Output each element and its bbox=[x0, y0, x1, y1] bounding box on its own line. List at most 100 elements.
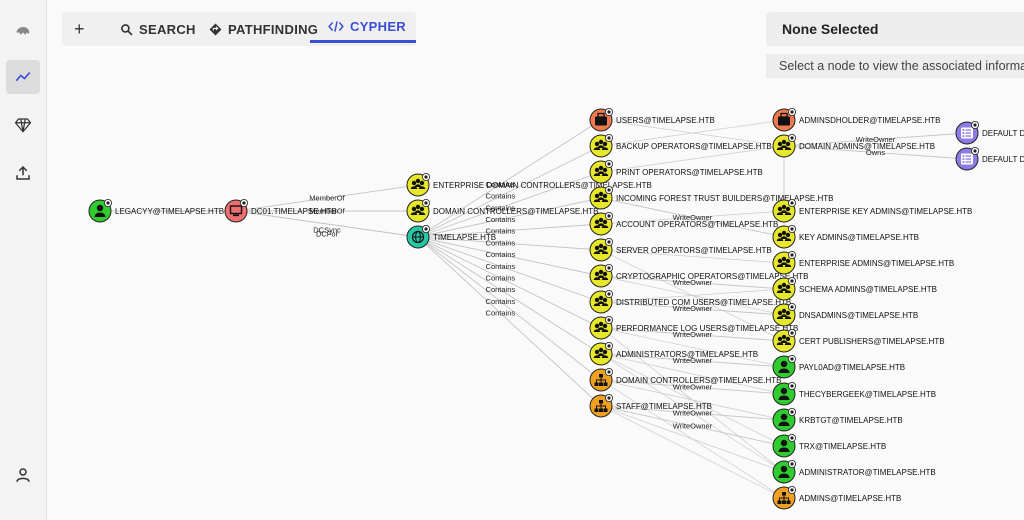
node-label: ADMINS@TIMELAPSE.HTB bbox=[799, 494, 901, 503]
graph-node-tcg[interactable]: THECYBERGEEK@TIMELAPSE.HTB bbox=[772, 381, 936, 406]
node-label: SERVER OPERATORS@TIMELAPSE.HTB bbox=[616, 246, 772, 255]
node-label: DISTRIBUTED COM USERS@TIMELAPSE.HTB bbox=[616, 298, 791, 307]
graph-edge[interactable] bbox=[417, 145, 602, 238]
tab-search[interactable]: SEARCH bbox=[120, 12, 196, 46]
graph-node-edc[interactable]: ENTERPRISE DOMAIN CONTROLLERS@TIMELAPSE.… bbox=[406, 172, 652, 197]
node-label: ACCOUNT OPERATORS@TIMELAPSE.HTB bbox=[616, 220, 778, 229]
node-label: KEY ADMINS@TIMELAPSE.HTB bbox=[799, 233, 919, 242]
search-icon bbox=[121, 23, 133, 35]
edge-label: DCSync bbox=[313, 226, 341, 235]
edge-label: WriteOwner bbox=[673, 330, 713, 339]
graph-node-dcou[interactable]: DOMAIN CONTROLLERS@TIMELAPSE.HTB bbox=[589, 367, 781, 392]
graph-node-dc01[interactable]: DC01.TIMELAPSE.HTB bbox=[224, 198, 337, 223]
graph-edge[interactable] bbox=[235, 210, 419, 238]
graph-edge bbox=[600, 405, 785, 473]
node-label: DOMAIN CONTROLLERS@TIMELAPSE.HTB bbox=[616, 376, 781, 385]
node-label: USERS@TIMELAPSE.HTB bbox=[616, 116, 715, 125]
edge-label: WriteOwner bbox=[673, 213, 713, 222]
graph-node-adminsd[interactable]: ADMINSDHOLDER@TIMELAPSE.HTB bbox=[772, 108, 940, 132]
graph-edge[interactable] bbox=[417, 119, 602, 238]
graph-node-dcom[interactable]: DISTRIBUTED COM USERS@TIMELAPSE.HTB bbox=[589, 289, 791, 314]
graph-edge[interactable] bbox=[417, 236, 602, 329]
node-label: ADMINISTRATOR@TIMELAPSE.HTB bbox=[799, 468, 936, 477]
edge-label: MemberOf bbox=[309, 194, 345, 203]
graph-node-cp[interactable]: CERT PUBLISHERS@TIMELAPSE.HTB bbox=[772, 328, 945, 353]
graph-edge[interactable] bbox=[417, 236, 602, 355]
explore-icon[interactable] bbox=[6, 60, 40, 94]
graph-node-dom[interactable]: TIMELAPSE.HTB bbox=[406, 224, 496, 249]
graph-edge[interactable] bbox=[417, 236, 602, 277]
graph-node-admins[interactable]: ADMINISTRATORS@TIMELAPSE.HTB bbox=[589, 341, 758, 366]
graph-edge[interactable] bbox=[783, 145, 968, 160]
graph-node-dc[interactable]: DOMAIN CONTROLLERS@TIMELAPSE.HTB bbox=[406, 198, 598, 223]
graph-node-ea[interactable]: ENTERPRISE ADMINS@TIMELAPSE.HTB bbox=[772, 250, 954, 275]
graph-node-payl0ad[interactable]: PAYL0AD@TIMELAPSE.HTB bbox=[772, 354, 905, 379]
graph-edge[interactable] bbox=[600, 353, 785, 368]
node-label: ADMINSDHOLDER@TIMELAPSE.HTB bbox=[799, 116, 940, 125]
user-icon[interactable] bbox=[6, 458, 40, 492]
tab-cypher[interactable]: CYPHER bbox=[310, 12, 416, 43]
graph-node-dns[interactable]: DNSADMINS@TIMELAPSE.HTB bbox=[772, 302, 918, 327]
graph-edge[interactable] bbox=[600, 405, 785, 447]
graph-edge[interactable] bbox=[417, 236, 602, 407]
graph-edge[interactable] bbox=[600, 327, 785, 342]
tab-pathfinding[interactable]: PATHFINDING bbox=[209, 12, 318, 46]
graph-node-eka[interactable]: ENTERPRISE KEY ADMINS@TIMELAPSE.HTB bbox=[772, 198, 972, 223]
node-label: ADMINISTRATORS@TIMELAPSE.HTB bbox=[616, 350, 758, 359]
graph-edge[interactable] bbox=[600, 379, 785, 395]
node-label: TRX@TIMELAPSE.HTB bbox=[799, 442, 886, 451]
graph-node-crypto[interactable]: CRYPTOGRAPHIC OPERATORS@TIMELAPSE.HTB bbox=[589, 263, 808, 288]
edge-label: Contains bbox=[486, 309, 516, 318]
graph-node-backup[interactable]: BACKUP OPERATORS@TIMELAPSE.HTB bbox=[589, 133, 772, 158]
edge-label: Contains bbox=[486, 215, 516, 224]
graph-node-krbtgt[interactable]: KRBTGT@TIMELAPSE.HTB bbox=[772, 407, 903, 432]
node-label: DEFAULT DO bbox=[982, 129, 1024, 138]
graph-edge[interactable] bbox=[600, 405, 785, 421]
graph-edge[interactable] bbox=[417, 197, 602, 238]
add-button[interactable]: + bbox=[74, 18, 85, 39]
graph-node-perflog[interactable]: PERFORMANCE LOG USERS@TIMELAPSE.HTB bbox=[589, 315, 798, 340]
graph-edge[interactable] bbox=[417, 236, 602, 381]
graph-node-server[interactable]: SERVER OPERATORS@TIMELAPSE.HTB bbox=[589, 237, 772, 262]
graph-edge[interactable] bbox=[417, 236, 602, 251]
route-icon bbox=[209, 23, 222, 35]
graph-node-users[interactable]: USERS@TIMELAPSE.HTB bbox=[589, 108, 715, 132]
graph-edge[interactable] bbox=[600, 197, 785, 238]
graph-node-da[interactable]: DOMAIN ADMINS@TIMELAPSE.HTB bbox=[772, 133, 935, 158]
graph-node-sa[interactable]: SCHEMA ADMINS@TIMELAPSE.HTB bbox=[772, 276, 937, 301]
node-label: DC01.TIMELAPSE.HTB bbox=[251, 207, 337, 216]
node-label: TIMELAPSE.HTB bbox=[433, 233, 496, 242]
edge-label: MemberOf bbox=[309, 207, 345, 216]
graph-edge[interactable] bbox=[417, 223, 602, 238]
graph-node-legacyy[interactable]: LEGACYY@TIMELAPSE.HTB bbox=[88, 198, 224, 223]
graph-node-staff[interactable]: STAFF@TIMELAPSE.HTB bbox=[589, 393, 712, 418]
graph-node-iftb[interactable]: INCOMING FOREST TRUST BUILDERS@TIMELAPSE… bbox=[589, 185, 834, 210]
edge-label: Owns bbox=[866, 148, 885, 157]
graph-edge bbox=[600, 353, 785, 395]
graph-node-trx[interactable]: TRX@TIMELAPSE.HTB bbox=[772, 433, 886, 458]
graph-node-ka[interactable]: KEY ADMINS@TIMELAPSE.HTB bbox=[772, 224, 919, 249]
graph-node-account[interactable]: ACCOUNT OPERATORS@TIMELAPSE.HTB bbox=[589, 211, 778, 236]
edge-label: Contains bbox=[486, 192, 516, 201]
graph-edge[interactable] bbox=[600, 275, 785, 290]
graph-edge[interactable] bbox=[417, 171, 602, 238]
edge-label: Contains bbox=[486, 180, 516, 189]
graph-edge[interactable] bbox=[783, 132, 968, 147]
graph-node-print[interactable]: PRINT OPERATORS@TIMELAPSE.HTB bbox=[589, 159, 763, 184]
node-label: CERT PUBLISHERS@TIMELAPSE.HTB bbox=[799, 337, 945, 346]
node-label: ENTERPRISE KEY ADMINS@TIMELAPSE.HTB bbox=[799, 207, 972, 216]
graph-edge[interactable] bbox=[417, 236, 602, 303]
graph-edge[interactable] bbox=[235, 184, 419, 212]
node-label: INCOMING FOREST TRUST BUILDERS@TIMELAPSE… bbox=[616, 194, 834, 203]
node-label: ENTERPRISE DOMAIN CONTROLLERS@TIMELAPSE.… bbox=[433, 181, 652, 190]
sidebar bbox=[0, 0, 47, 520]
graph-node-gpo2[interactable]: DEFAULT DO bbox=[955, 146, 1024, 171]
graph-node-admin[interactable]: ADMINISTRATOR@TIMELAPSE.HTB bbox=[772, 459, 936, 484]
graph-canvas[interactable]: MemberOfMemberOfDCForDCSyncContainsConta… bbox=[46, 0, 1024, 520]
graph-edge[interactable] bbox=[600, 301, 785, 316]
graph-node-gpo1[interactable]: DEFAULT DO bbox=[955, 121, 1024, 145]
graph-node-adm[interactable]: ADMINS@TIMELAPSE.HTB bbox=[772, 485, 901, 510]
edge-label: Contains bbox=[486, 285, 516, 294]
gem-icon[interactable] bbox=[6, 108, 40, 142]
upload-icon[interactable] bbox=[6, 156, 40, 190]
